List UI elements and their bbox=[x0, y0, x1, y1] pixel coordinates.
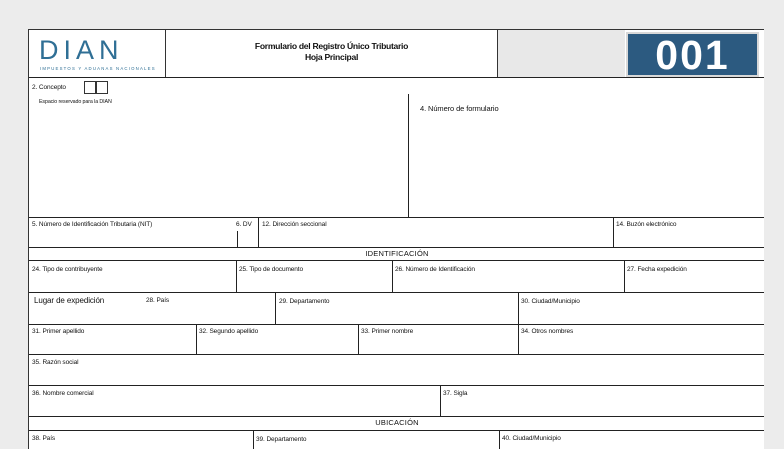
ubicacion-departamento-label: 39. Departamento bbox=[256, 436, 307, 443]
rut-form-page: DIAN IMPUESTOS Y ADUANAS NACIONALES Form… bbox=[28, 29, 764, 449]
sigla-label: 37. Sigla bbox=[443, 390, 468, 397]
dian-logo: DIAN IMPUESTOS Y ADUANAS NACIONALES bbox=[29, 30, 166, 77]
espacio-reservado-label: Espacio reservado para la DIAN bbox=[39, 99, 112, 105]
header-gray-box bbox=[497, 30, 625, 77]
form-title-line2: Hoja Principal bbox=[304, 52, 359, 62]
section-ubicacion: UBICACIÓN bbox=[375, 418, 419, 427]
lugar-expedicion-label: Lugar de expedición bbox=[34, 296, 105, 305]
dv-label: 6. DV bbox=[236, 221, 252, 228]
tipo-contribuyente-label: 24. Tipo de contribuyente bbox=[32, 266, 103, 273]
razon-social-label: 35. Razón social bbox=[32, 359, 79, 366]
primer-nombre-label: 33. Primer nombre bbox=[361, 328, 414, 335]
fecha-expedicion-label: 27. Fecha expedición bbox=[627, 266, 687, 273]
numero-identificacion-label: 26. Número de Identificación bbox=[395, 266, 475, 273]
nombre-comercial-label: 36. Nombre comercial bbox=[32, 390, 94, 397]
ciudad-label: 30. Ciudad/Municipio bbox=[521, 298, 580, 305]
concepto-field-2[interactable] bbox=[96, 81, 108, 94]
segundo-apellido-label: 32. Segundo apellido bbox=[199, 328, 259, 335]
dian-logo-text: DIAN bbox=[39, 35, 124, 65]
buzon-label: 14. Buzón electrónico bbox=[616, 221, 677, 228]
form-title-line1: Formulario del Registro Único Tributario bbox=[254, 41, 409, 51]
departamento-label: 29. Departamento bbox=[279, 298, 330, 305]
section-identificacion: IDENTIFICACIÓN bbox=[365, 249, 429, 258]
numero-formulario-label: 4. Número de formulario bbox=[420, 104, 499, 113]
ubicacion-ciudad-label: 40. Ciudad/Municipio bbox=[502, 435, 561, 442]
concepto-field-1[interactable] bbox=[84, 81, 96, 94]
form-number-badge: 001 bbox=[626, 32, 759, 77]
primer-apellido-label: 31. Primer apellido bbox=[32, 328, 85, 335]
tipo-documento-label: 25. Tipo de documento bbox=[239, 266, 304, 273]
otros-nombres-label: 34. Otros nombres bbox=[521, 328, 574, 335]
pais-label: 28. País bbox=[146, 297, 170, 304]
form-title: Formulario del Registro Único Tributario… bbox=[167, 30, 496, 77]
nit-label: 5. Número de Identificación Tributaria (… bbox=[32, 221, 153, 228]
ubicacion-pais-label: 38. País bbox=[32, 435, 56, 442]
dian-logo-subtitle: IMPUESTOS Y ADUANAS NACIONALES bbox=[40, 66, 156, 71]
direccion-seccional-label: 12. Dirección seccional bbox=[262, 221, 327, 228]
concepto-label: 2. Concepto bbox=[32, 84, 66, 91]
